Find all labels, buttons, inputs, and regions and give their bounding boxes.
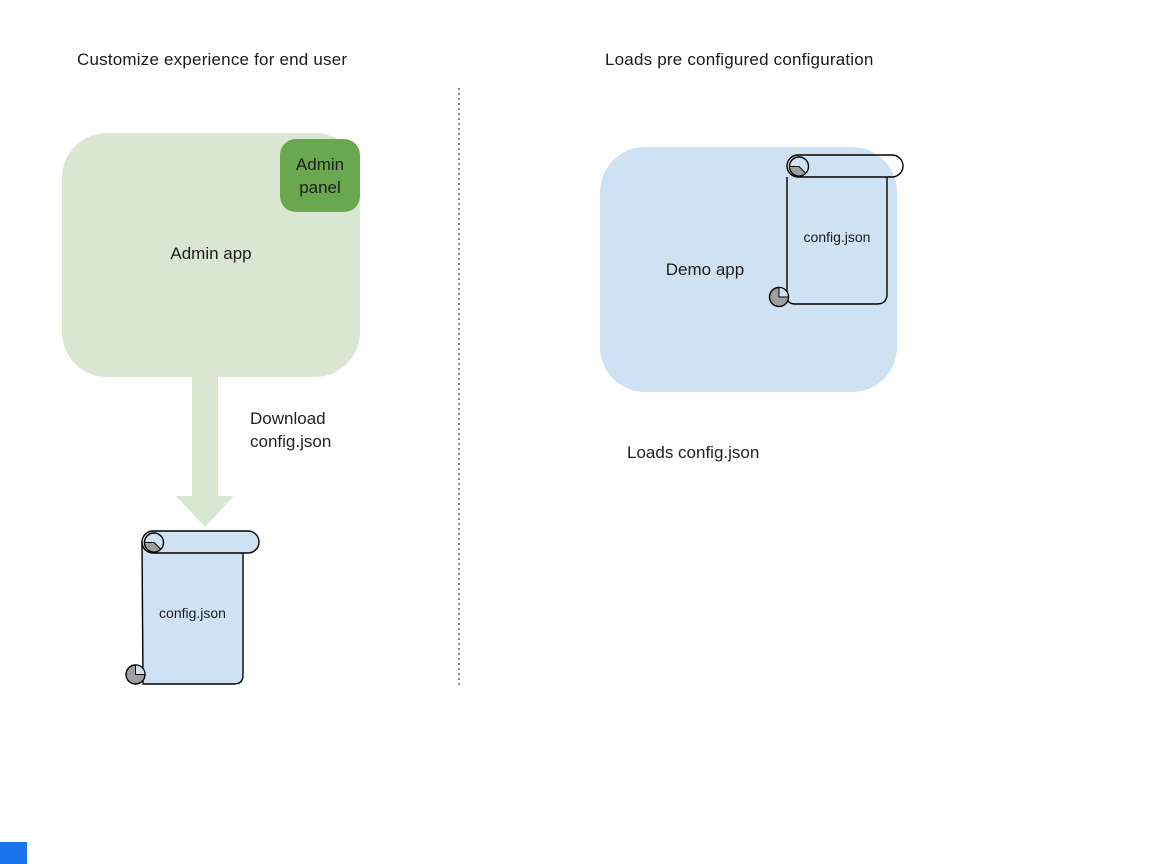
left-section-title: Customize experience for end user	[77, 50, 348, 69]
admin-panel-label: Admin panel	[295, 154, 345, 197]
config-file-label-right: config.json	[803, 229, 871, 245]
config-file-label-left: config.json	[159, 605, 226, 621]
download-caption: Download config.json	[250, 407, 331, 453]
corner-marker	[0, 842, 27, 864]
admin-app-label: Admin app	[170, 244, 252, 263]
admin-panel-box: Admin panel	[280, 139, 360, 212]
section-divider	[458, 88, 460, 686]
download-caption-line2: config.json	[250, 432, 332, 451]
loads-config-caption: Loads config.json	[627, 443, 760, 462]
admin-app-box: Admin panel Admin app	[62, 133, 360, 377]
download-caption-line1: Download	[250, 409, 326, 428]
right-section-title: Loads pre configured configuration	[605, 50, 874, 69]
demo-app-label: Demo app	[665, 260, 745, 279]
download-arrow-icon	[176, 377, 234, 527]
